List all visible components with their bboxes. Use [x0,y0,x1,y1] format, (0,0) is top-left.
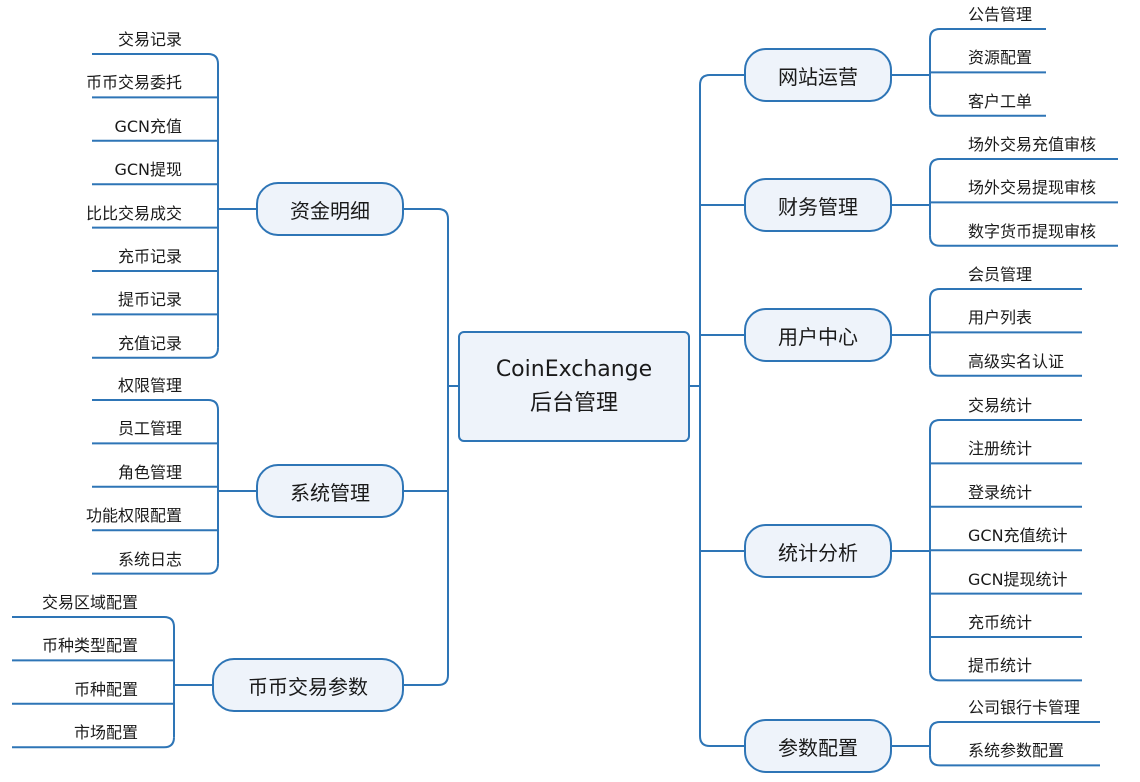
root-title-line2: 后台管理 [529,390,618,416]
leaf-underline [929,158,1118,170]
leaf-underline [929,365,1082,377]
branch-node: 币币交易参数 [212,658,404,712]
leaf-label: 提币记录 [117,290,182,310]
leaf-label: 充币统计 [968,613,1033,632]
leaf-underline [929,105,1046,117]
branch-node: 系统管理 [256,464,404,518]
leaf-label: 员工管理 [117,419,182,439]
branch-node: 参数配置 [744,719,892,773]
branch-link [404,208,449,220]
branch-node: 财务管理 [744,178,892,232]
leaf-underline [929,235,1118,247]
leaf-label: 功能权限配置 [85,506,182,526]
leaf-underline [929,670,1082,682]
branch-node: 网站运营 [744,48,892,102]
root-title-line1: CoinExchange [495,356,653,382]
leaf-label: 充值记录 [117,333,182,353]
leaf-underline [929,28,1046,40]
leaf-label: 币币交易委托 [85,73,182,93]
branch-node: 用户中心 [744,308,892,362]
leaf-label: 角色管理 [117,462,182,482]
leaf-label: 交易记录 [117,30,182,49]
leaf-label: 比比交易成交 [85,203,182,223]
leaf-label: 权限管理 [117,376,182,395]
leaf-label: 用户列表 [968,308,1033,328]
leaf-underline [929,419,1082,431]
leaf-label: GCN充值 [114,116,182,136]
leaf-label: 交易区域配置 [41,593,138,612]
leaf-label: GCN提现 [114,160,182,180]
leaf-label: 提币统计 [968,656,1033,676]
leaf-underline [929,755,1100,767]
leaf-underline [929,288,1082,300]
leaf-label: 充币记录 [117,247,182,266]
leaf-underline [929,721,1100,733]
branch-link [699,735,744,747]
leaf-underline [92,347,219,359]
leaf-underline [92,399,219,411]
leaf-label: 资源配置 [968,48,1033,68]
root-node: CoinExchange 后台管理 [458,331,690,442]
leaf-label: 公司银行卡管理 [968,698,1081,717]
leaf-label: 系统日志 [117,549,182,569]
branch-link [699,74,744,86]
leaf-label: 系统参数配置 [968,741,1065,761]
leaf-label: 客户工单 [968,91,1033,111]
leaf-underline [12,616,175,628]
leaf-label: 交易统计 [968,396,1033,415]
leaf-label: GCN提现统计 [968,569,1068,589]
leaf-label: 数字货币提现审核 [968,221,1097,241]
branch-node: 统计分析 [744,524,892,578]
leaf-label: 公告管理 [968,5,1033,24]
leaf-label: 登录统计 [968,482,1033,502]
leaf-label: 市场配置 [73,723,138,743]
leaf-label: 高级实名认证 [968,351,1065,371]
branch-link [404,674,449,686]
leaf-underline [92,563,219,575]
leaf-underline [12,737,175,749]
leaf-underline [92,53,219,65]
leaf-label: 会员管理 [968,265,1033,284]
leaf-label: 场外交易提现审核 [968,178,1097,198]
branch-node: 资金明细 [256,182,404,236]
leaf-label: 币种类型配置 [41,636,138,656]
leaf-label: GCN充值统计 [968,526,1068,546]
leaf-label: 注册统计 [968,439,1033,459]
leaf-label: 币种配置 [73,679,138,699]
leaf-label: 场外交易充值审核 [968,135,1097,154]
